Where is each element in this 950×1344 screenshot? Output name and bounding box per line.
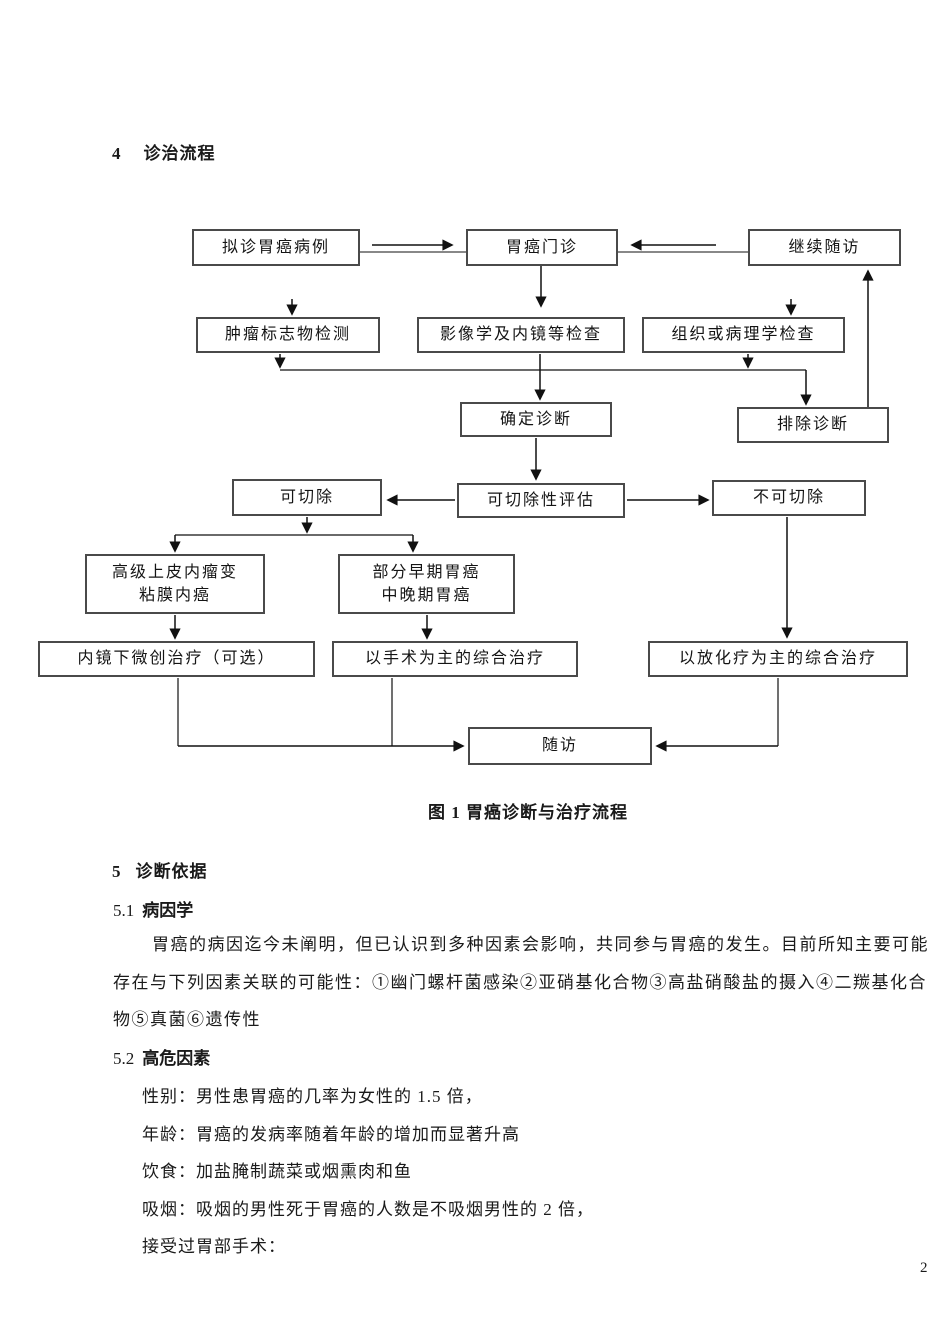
figure-caption: 图 1 胃癌诊断与治疗流程 xyxy=(428,803,628,822)
etiology-paragraph-line-3: 物⑤真菌⑥遗传性 xyxy=(113,1010,261,1029)
section5-heading: 5 诊断依据 xyxy=(112,857,208,882)
node-chemoradio-treatment: 以放化疗为主的综合治疗 xyxy=(648,641,908,677)
risk-item-gastric-surgery: 接受过胃部手术： xyxy=(142,1237,286,1256)
risk-item-gender: 性别：男性患胃癌的几率为女性的 1.5 倍， xyxy=(142,1087,483,1106)
node-imaging-endoscopy: 影像学及内镜等检查 xyxy=(417,317,625,353)
section51-title: 病因学 xyxy=(142,901,194,920)
section4-title: 诊治流程 xyxy=(143,144,216,163)
section5-title: 诊断依据 xyxy=(135,862,208,881)
node-followup: 随访 xyxy=(468,727,652,765)
node-resectability-assessment: 可切除性评估 xyxy=(457,483,625,518)
section4-number: 4 xyxy=(112,144,122,163)
node-confirm-diagnosis: 确定诊断 xyxy=(460,402,612,437)
section51-heading: 5.1 病因学 xyxy=(113,896,193,921)
etiology-paragraph-line-1: 胃癌的病因迄今未阐明，但已认识到多种因素会影响，共同参与胃癌的发生。目前所知主要… xyxy=(152,935,929,954)
page-number: 2 xyxy=(920,1260,928,1276)
section52-title: 高危因素 xyxy=(142,1049,211,1068)
risk-item-smoking: 吸烟：吸烟的男性死于胃癌的人数是不吸烟男性的 2 倍， xyxy=(142,1200,594,1219)
section51-number: 5.1 xyxy=(113,901,135,920)
section52-number: 5.2 xyxy=(113,1049,135,1068)
node-resectable: 可切除 xyxy=(232,479,382,516)
node-hgin-intramucosal: 高级上皮内瘤变 粘膜内癌 xyxy=(85,554,265,614)
node-tumor-marker: 肿瘤标志物检测 xyxy=(196,317,380,353)
section4-heading: 4 诊治流程 xyxy=(112,139,216,164)
node-suspected-case: 拟诊胃癌病例 xyxy=(192,229,360,266)
risk-item-age: 年龄：胃癌的发病率随着年龄的增加而显著升高 xyxy=(142,1125,520,1144)
node-unresectable: 不可切除 xyxy=(712,480,866,516)
etiology-paragraph-line-2: 存在与下列因素关联的可能性：①幽门螺杆菌感染②亚硝基化合物③高盐硝酸盐的摄入④二… xyxy=(113,973,927,992)
node-pathology-exam: 组织或病理学检查 xyxy=(642,317,845,353)
node-gastric-clinic: 胃癌门诊 xyxy=(466,229,618,266)
node-early-midlate-gc: 部分早期胃癌 中晚期胃癌 xyxy=(338,554,515,614)
node-exclude-diagnosis: 排除诊断 xyxy=(737,407,889,443)
section5-number: 5 xyxy=(112,862,122,881)
node-endoscopic-treatment: 内镜下微创治疗（可选） xyxy=(38,641,315,677)
node-continue-followup: 继续随访 xyxy=(748,229,901,266)
section52-heading: 5.2 高危因素 xyxy=(113,1044,210,1069)
risk-item-diet: 饮食：加盐腌制蔬菜或烟熏肉和鱼 xyxy=(142,1162,412,1181)
node-surgery-treatment: 以手术为主的综合治疗 xyxy=(332,641,578,677)
